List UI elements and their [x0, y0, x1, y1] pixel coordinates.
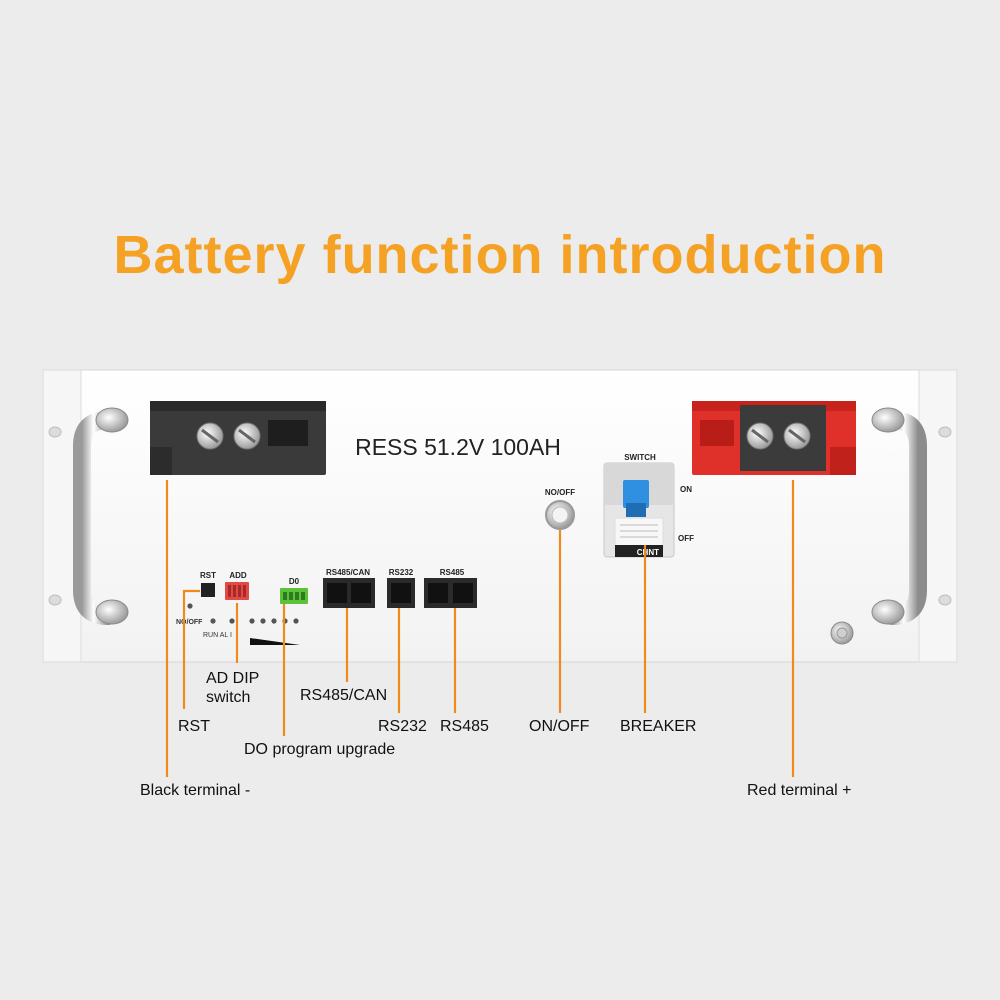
ground-screw [830, 621, 854, 645]
do-upgrade-port[interactable] [280, 588, 308, 604]
model-label: RESS 51.2V 100AH [355, 434, 561, 460]
rs232-port[interactable] [387, 578, 415, 608]
page-title: Battery function introduction [113, 225, 887, 285]
callout-rs485can: RS485/CAN [300, 687, 387, 704]
run-alm-tag: RUN AL I [203, 632, 232, 639]
breaker-brand: CHNT [637, 548, 659, 557]
rs232-tag: RS232 [389, 568, 414, 577]
rst-button[interactable] [201, 583, 215, 597]
callout-breaker: BREAKER [620, 718, 696, 735]
callout-rst: RST [178, 718, 210, 735]
callout-ad-dip-line2: switch [206, 689, 250, 706]
right-handle [871, 407, 927, 625]
do-tag: D0 [289, 577, 300, 586]
callout-red-terminal: Red terminal + [747, 782, 852, 799]
callout-rs485: RS485 [440, 718, 489, 735]
black-terminal [150, 401, 326, 475]
breaker[interactable] [603, 462, 675, 558]
rs485-tag: RS485 [440, 568, 465, 577]
callout-black-terminal: Black terminal - [140, 782, 250, 799]
power-tag: NO/OFF [545, 488, 575, 497]
on-tag: ON [680, 485, 692, 494]
callout-onoff: ON/OFF [529, 718, 590, 735]
rs485-port[interactable] [424, 578, 477, 608]
off-tag: OFF [678, 534, 694, 543]
left-handle [73, 407, 129, 625]
rs485can-port[interactable] [323, 578, 375, 608]
ad-dip-switch[interactable] [225, 582, 249, 600]
rst-tag: RST [200, 571, 216, 580]
switch-tag: SWITCH [624, 453, 656, 462]
leader-rst [182, 589, 200, 709]
red-terminal [692, 401, 856, 475]
callout-do-upgrade: DO program upgrade [244, 741, 395, 758]
soc-wedge [250, 638, 300, 645]
rs485can-tag: RS485/CAN [326, 568, 370, 577]
callout-ad-dip-line1: AD DIP [206, 670, 259, 687]
no-off-tag: NO/OFF [176, 619, 203, 626]
power-button[interactable] [545, 500, 575, 530]
add-tag: ADD [229, 571, 247, 580]
callout-rs232: RS232 [378, 718, 427, 735]
leader-lines [165, 480, 795, 777]
